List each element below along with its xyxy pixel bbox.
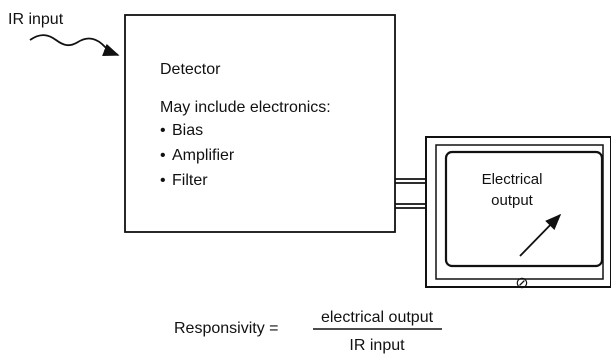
meter-face — [444, 150, 604, 268]
meter-label-line1: Electrical — [482, 171, 543, 188]
bullet-amplifier-dot: • — [160, 147, 166, 164]
formula-lhs: Responsivity = — [174, 320, 279, 337]
meter-label-line2: output — [491, 192, 534, 209]
detector-note: May include electronics: — [160, 99, 331, 116]
ir-input-label: IR input — [8, 11, 64, 28]
meter-needle — [519, 213, 562, 257]
detector-box — [124, 14, 396, 233]
detector-title: Detector — [160, 61, 221, 78]
bullet-bias-label: Bias — [172, 122, 203, 139]
bullet-filter-dot: • — [160, 172, 166, 189]
bullet-filter-label: Filter — [172, 172, 208, 189]
formula-numerator: electrical output — [321, 309, 434, 326]
bullet-bias-dot: • — [160, 122, 166, 139]
ir-wavy-arrow — [29, 34, 120, 56]
bullet-amplifier-label: Amplifier — [172, 147, 235, 164]
formula-denominator: IR input — [349, 337, 405, 354]
zero-adjust-icon: ⊘ — [515, 275, 528, 292]
